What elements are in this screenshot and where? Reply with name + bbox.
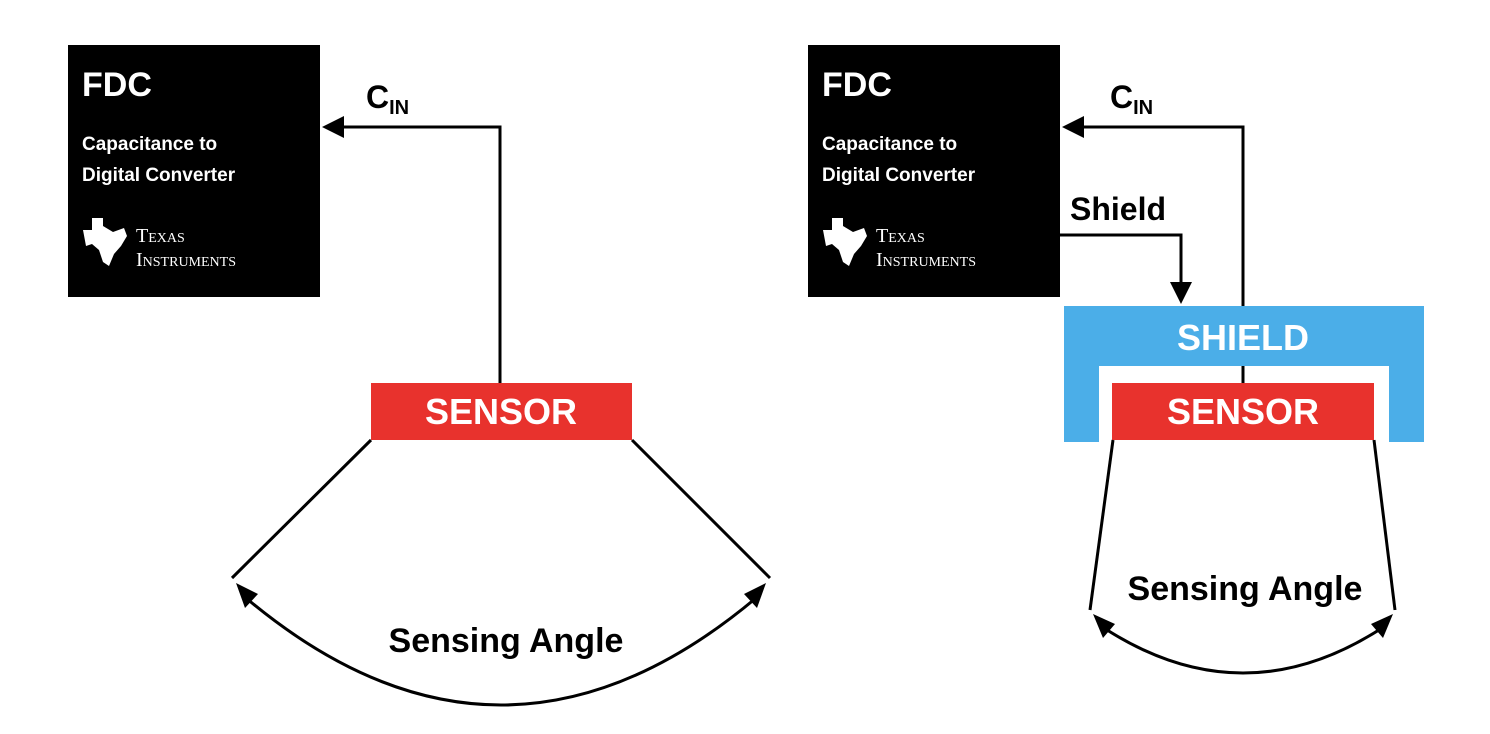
left-arc-arrowhead-left bbox=[236, 583, 258, 608]
right-sensing-angle-label: Sensing Angle bbox=[1128, 570, 1363, 608]
left-fdc-block: FDC Capacitance to Digital Converter Tex… bbox=[68, 45, 320, 297]
left-ti-logo-line2: Instruments bbox=[136, 249, 236, 271]
right-fdc-block: FDC Capacitance to Digital Converter Tex… bbox=[808, 45, 1060, 297]
right-ti-logo-line1: Texas bbox=[876, 225, 925, 247]
left-panel: FDC Capacitance to Digital Converter Tex… bbox=[68, 45, 772, 707]
right-fdc-description-line1: Capacitance to bbox=[822, 134, 957, 155]
right-shield-signal-label: Shield bbox=[1070, 191, 1166, 227]
left-sensing-angle-arc bbox=[245, 596, 757, 707]
left-cin-main: C bbox=[366, 79, 389, 115]
left-sensor-label: SENSOR bbox=[425, 391, 577, 432]
left-cin-wire bbox=[322, 116, 502, 383]
right-shield-label: SHIELD bbox=[1177, 317, 1309, 358]
right-shield bbox=[1064, 306, 1424, 442]
left-ti-logo-line1: Texas bbox=[136, 225, 185, 247]
right-arc-arrowhead-right bbox=[1371, 614, 1393, 638]
right-cin-subscript: IN bbox=[1133, 97, 1153, 119]
texas-state-icon bbox=[823, 218, 867, 266]
right-field-edge-left bbox=[1088, 439, 1115, 611]
right-ti-logo: Texas Instruments bbox=[823, 218, 976, 271]
left-arc-arrowhead-right bbox=[744, 583, 766, 608]
right-fdc-description-line2: Digital Converter bbox=[822, 165, 976, 186]
right-panel: FDC Capacitance to Digital Converter Tex… bbox=[808, 45, 1424, 675]
right-shield-wire bbox=[1060, 233, 1192, 304]
right-sensor bbox=[1112, 383, 1374, 440]
left-fdc-description-line2: Digital Converter bbox=[82, 165, 236, 186]
right-sensing-angle-arc bbox=[1103, 626, 1383, 675]
left-cin-label: CIN bbox=[366, 79, 409, 119]
left-fdc-description-line1: Capacitance to bbox=[82, 134, 217, 155]
right-arc-arrowhead-left bbox=[1093, 614, 1115, 638]
left-sensor bbox=[371, 383, 632, 440]
right-ti-logo-line2: Instruments bbox=[876, 249, 976, 271]
left-cin-subscript: IN bbox=[389, 97, 409, 119]
texas-state-icon bbox=[83, 218, 127, 266]
left-field-edge-left bbox=[230, 438, 373, 580]
right-field-edge-right bbox=[1372, 439, 1397, 611]
left-fdc-title: FDC bbox=[82, 66, 152, 104]
right-sensor-label: SENSOR bbox=[1167, 391, 1319, 432]
left-ti-logo: Texas Instruments bbox=[83, 218, 236, 271]
left-sensing-angle-label: Sensing Angle bbox=[389, 622, 624, 660]
right-fdc-title: FDC bbox=[822, 66, 892, 104]
right-cin-label: CIN bbox=[1110, 79, 1153, 119]
left-field-edge-right bbox=[630, 438, 772, 580]
right-cin-wire bbox=[1066, 127, 1245, 383]
right-cin-main: C bbox=[1110, 79, 1133, 115]
